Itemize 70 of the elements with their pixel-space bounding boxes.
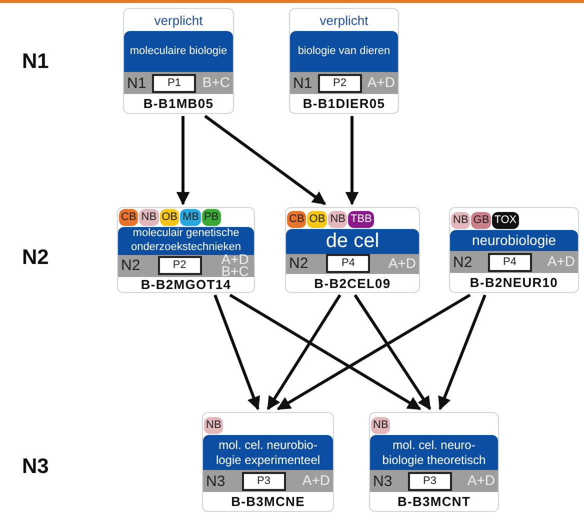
tag-badge: CB [287, 210, 306, 228]
arrow [345, 116, 359, 206]
arrow [204, 114, 326, 206]
course-title: mol. cel. neurobio- logie experimenteel [214, 438, 322, 468]
arrow [354, 294, 432, 410]
course-title: biologie van dieren [298, 44, 390, 58]
tag-badge: CB [119, 209, 138, 226]
level-text: N1 [127, 76, 146, 90]
course-code: B-B2MGOT14 [140, 278, 232, 291]
period-box: P4 [488, 252, 532, 272]
arrow [229, 294, 422, 410]
arrow [214, 294, 260, 410]
course-card [285, 207, 420, 293]
level-text: N2 [121, 258, 140, 273]
group-text: A+D B+C [220, 254, 250, 277]
level-label: N3 [22, 456, 49, 477]
group-text: A+D [302, 475, 330, 487]
course-code: B-B2CEL09 [314, 276, 391, 290]
tag-badge: NB [139, 209, 159, 226]
tag-badge: NB [204, 417, 224, 434]
period-box: P2 [158, 256, 202, 275]
level-text: N3 [373, 474, 392, 488]
tag-badge: NB [328, 210, 348, 228]
level-text: N1 [293, 76, 312, 90]
arrow [266, 294, 342, 410]
group-text: A+D [467, 475, 495, 487]
course-card [202, 412, 334, 512]
course-card [289, 8, 399, 114]
requirement-text: verplicht [320, 14, 368, 26]
course-code: B-B2NEUR10 [470, 276, 558, 289]
group-text: A+D [388, 258, 416, 270]
level-text: N2 [453, 254, 472, 270]
course-card [369, 412, 499, 512]
tag-badge: GB [471, 212, 492, 229]
course-card [123, 8, 234, 114]
period-box: P1 [152, 74, 196, 92]
course-code: B-B1MB05 [143, 97, 214, 110]
course-title: moleculaire biologie [130, 44, 228, 58]
tag-badge: NB [371, 417, 390, 434]
level-text: N2 [289, 256, 308, 272]
tag-badge: TOX [492, 212, 519, 229]
course-code: B-B1DIER05 [302, 97, 386, 110]
tag-badge: OB [160, 209, 180, 226]
group-text: A+D [547, 256, 575, 268]
course-title: neurobiologie [472, 232, 556, 250]
course-card [449, 207, 579, 293]
level-label: N2 [22, 247, 49, 268]
arrow [176, 116, 190, 206]
level-text: N3 [206, 474, 226, 488]
arrow [276, 294, 471, 410]
tag-badge: NB [451, 212, 470, 229]
requirement-text: verplicht [154, 14, 203, 26]
group-text: A+D [367, 77, 395, 89]
course-code: B-B3MCNT [397, 495, 471, 508]
arrow [438, 294, 486, 410]
period-box: P3 [408, 472, 452, 490]
tag-badge: MB [180, 209, 201, 226]
period-box: P3 [242, 472, 286, 490]
period-box: P4 [326, 254, 370, 274]
course-title: moleculair genetische onderzoekstechnieken [130, 227, 242, 254]
course-code: B-B3MCNE [231, 495, 305, 508]
period-box: P2 [318, 74, 362, 92]
group-text: B+C [202, 77, 230, 89]
course-card [117, 207, 255, 293]
course-title: mol. cel. neuro- biologie theoretisch [381, 438, 487, 468]
tag-badge: TBB [348, 210, 374, 228]
tag-badge: PB [202, 209, 221, 226]
course-title: de cel [326, 228, 380, 254]
level-label: N1 [22, 51, 49, 72]
tag-badge: OB [307, 210, 328, 228]
